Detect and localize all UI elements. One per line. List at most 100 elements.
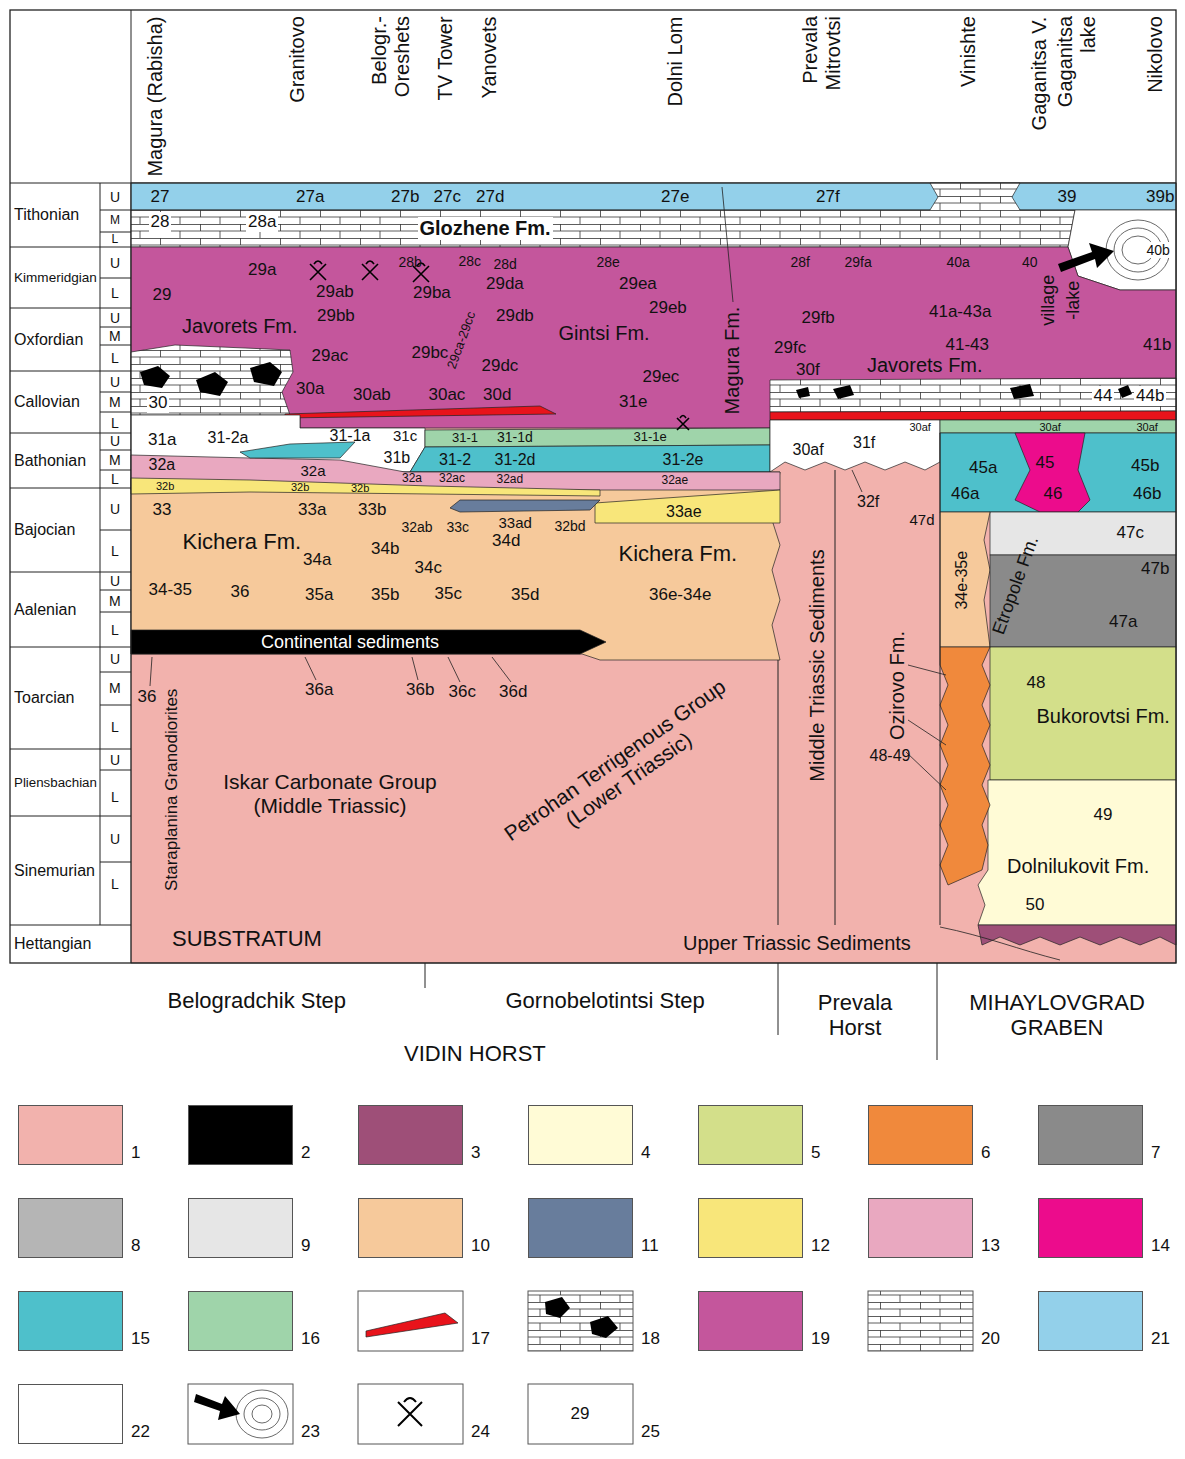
legend-number: 18 <box>641 1329 660 1349</box>
stage-cell: Toarcian <box>10 647 100 749</box>
teal-lens <box>240 442 355 458</box>
legend-item: 20 <box>868 1291 1018 1357</box>
legend-item: 2 <box>188 1105 338 1171</box>
stage-name: Hettangian <box>14 935 91 953</box>
tectonic-unit: MIHAYLOVGRAD GRABEN <box>937 990 1177 1041</box>
substage-letter: L <box>112 233 119 247</box>
stage-name: Sinemurian <box>14 862 95 880</box>
unit-number: 31-2 <box>439 451 471 469</box>
chart-grid <box>10 10 1176 1060</box>
substage-letter: U <box>110 651 120 667</box>
legend-swatch <box>528 1105 633 1165</box>
hettangian-band <box>978 925 1176 945</box>
unit-number: 40 <box>1022 254 1038 270</box>
legend-swatch <box>18 1198 123 1258</box>
formation-name: Kichera Fm. <box>619 541 738 566</box>
legend-number: 12 <box>811 1236 830 1256</box>
leader-lines <box>150 187 946 790</box>
unit-number: 31b <box>384 449 411 467</box>
substage-letter: L <box>111 622 119 638</box>
kichera-band <box>131 472 780 660</box>
substage-letter: U <box>110 573 120 589</box>
unit-number: 40b <box>1145 242 1172 258</box>
unit-number: 32b <box>291 481 309 494</box>
teal-unit <box>410 445 770 472</box>
legend-swatch <box>698 1198 803 1258</box>
substage-letter: U <box>110 831 120 847</box>
unit-number: 30af <box>793 441 824 459</box>
legend-swatch <box>698 1105 803 1165</box>
stage-cell: Bathonian <box>10 433 100 488</box>
substage-letter: L <box>111 719 119 735</box>
legend-item: 7 <box>1038 1105 1185 1171</box>
unit-number: 29bc <box>412 343 449 363</box>
substage-letter: M <box>109 680 121 696</box>
unit-number: 44b <box>1134 386 1166 406</box>
formation-name: Magura Fm. <box>721 306 744 414</box>
tectonic-unit: Gornobelotintsi Step <box>506 988 705 1013</box>
legend-swatch <box>868 1105 973 1165</box>
unit-number: 39 <box>1058 187 1077 207</box>
unit-number: 31c <box>393 427 417 444</box>
unit-number: 29dc <box>482 356 519 376</box>
stage-cell: Aalenian <box>10 572 100 647</box>
clast-limestone <box>131 345 293 415</box>
unit-number: 31-2d <box>495 451 536 469</box>
yellow-unit <box>131 478 600 496</box>
unit-number: 35b <box>371 585 399 605</box>
tectonic-unit: Prevala Horst <box>800 990 910 1041</box>
unit-number: 30af <box>1040 421 1061 434</box>
legend-number: 16 <box>301 1329 320 1349</box>
substage-letter: U <box>110 501 120 517</box>
teal-unit <box>940 433 1176 512</box>
unit-number: 27c <box>434 187 461 207</box>
stage-name: Bathonian <box>14 452 86 470</box>
unit-number: 35d <box>511 585 539 605</box>
substage-letter: M <box>109 394 121 410</box>
locality-name: Yanovets <box>478 16 501 98</box>
legend-swatch <box>698 1291 803 1351</box>
red-wedge <box>285 406 556 418</box>
stage-cell: Pliensbachian <box>10 749 100 816</box>
formation-name: Javorets Fm. <box>867 354 983 377</box>
unit-number: 29 <box>153 285 172 305</box>
unit-number: 46b <box>1133 484 1161 504</box>
unit-name: Staraplanina Granodiorites <box>162 689 182 891</box>
legend-number: 23 <box>301 1422 320 1442</box>
ozirovo-column <box>940 647 990 885</box>
legend-samples <box>188 1291 973 1444</box>
legend-number: 7 <box>1151 1143 1160 1163</box>
substage-letter: L <box>111 543 119 559</box>
stage-name: Aalenian <box>14 601 76 619</box>
unit-name: Middle Triassic Sediments <box>806 549 829 781</box>
legend-number: 1 <box>131 1143 140 1163</box>
formation-name: Glozhene Fm. <box>418 217 553 240</box>
substage-letter: M <box>109 328 121 344</box>
unit-number: 30af <box>910 421 931 434</box>
fossil-symbols <box>310 261 689 430</box>
unit-number: 32ac <box>439 472 465 486</box>
legend-number: 8 <box>131 1236 140 1256</box>
locality-name: Nikolovo <box>1143 16 1166 93</box>
unit-number: 31-1a <box>330 427 371 445</box>
unit-number: 30af <box>1137 421 1158 434</box>
glozhene-limestone <box>131 183 1075 247</box>
stage-cell: Sinemurian <box>10 816 100 925</box>
legend-item: 6 <box>868 1105 1018 1171</box>
gintsi-javorets-band <box>131 247 1176 428</box>
locality-name: village <box>1038 274 1059 325</box>
unit-number: 45b <box>1131 456 1159 476</box>
substage-letter: U <box>110 189 120 205</box>
legend-number: 10 <box>471 1236 490 1256</box>
substage-letter: M <box>110 214 120 228</box>
stage-cell: Kimmeridgian <box>10 247 100 308</box>
unit-number: 47c <box>1117 523 1144 543</box>
formation-name: Bukorovtsi Fm. <box>1037 705 1170 728</box>
unit-number: 30ab <box>353 385 391 405</box>
unit-number: 32ae <box>662 474 689 488</box>
unit-number: 28f <box>791 254 810 270</box>
bukorovtsi-band <box>990 647 1176 780</box>
unit-number: 31e <box>619 392 647 412</box>
unit-number: 33c <box>447 519 470 535</box>
locality-name: Dolni Lom <box>664 16 687 106</box>
